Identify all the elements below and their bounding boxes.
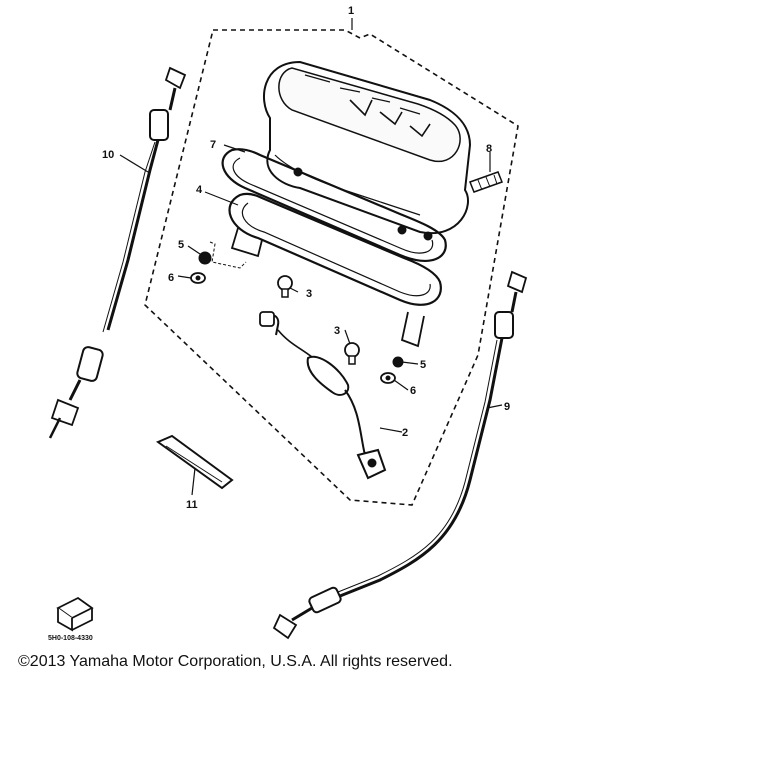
meter-housing <box>263 60 503 241</box>
wire-harness <box>259 311 387 480</box>
cable-right <box>272 270 528 640</box>
clamp-band <box>155 434 234 490</box>
callout-8: 8 <box>486 143 492 155</box>
callout-3b: 3 <box>334 325 340 337</box>
assembly-boundary <box>144 29 519 506</box>
callout-6a: 6 <box>168 272 174 284</box>
bracket <box>228 192 442 348</box>
callout-10: 10 <box>102 149 114 161</box>
copyright-notice: ©2013 Yamaha Motor Corporation, U.S.A. A… <box>18 653 453 670</box>
leader-lines <box>119 18 503 496</box>
cable-left <box>48 66 187 439</box>
callout-5a: 5 <box>178 239 184 251</box>
callout-11: 11 <box>186 499 198 511</box>
callout-9: 9 <box>504 401 510 413</box>
callout-6b: 6 <box>410 385 416 397</box>
reference-icon <box>56 596 94 632</box>
callout-2: 2 <box>402 427 408 439</box>
bulbs <box>277 275 360 365</box>
gasket <box>221 148 447 262</box>
callouts: 1 2 3 3 4 5 5 6 6 7 8 9 10 11 <box>102 5 510 511</box>
callout-4: 4 <box>196 184 203 196</box>
callout-5b: 5 <box>420 359 426 371</box>
washers-nuts <box>190 241 404 384</box>
callout-3a: 3 <box>306 288 312 300</box>
callout-1: 1 <box>348 5 354 17</box>
reference-code: 5H0-108-4330 <box>48 635 93 642</box>
callout-7: 7 <box>210 139 216 151</box>
